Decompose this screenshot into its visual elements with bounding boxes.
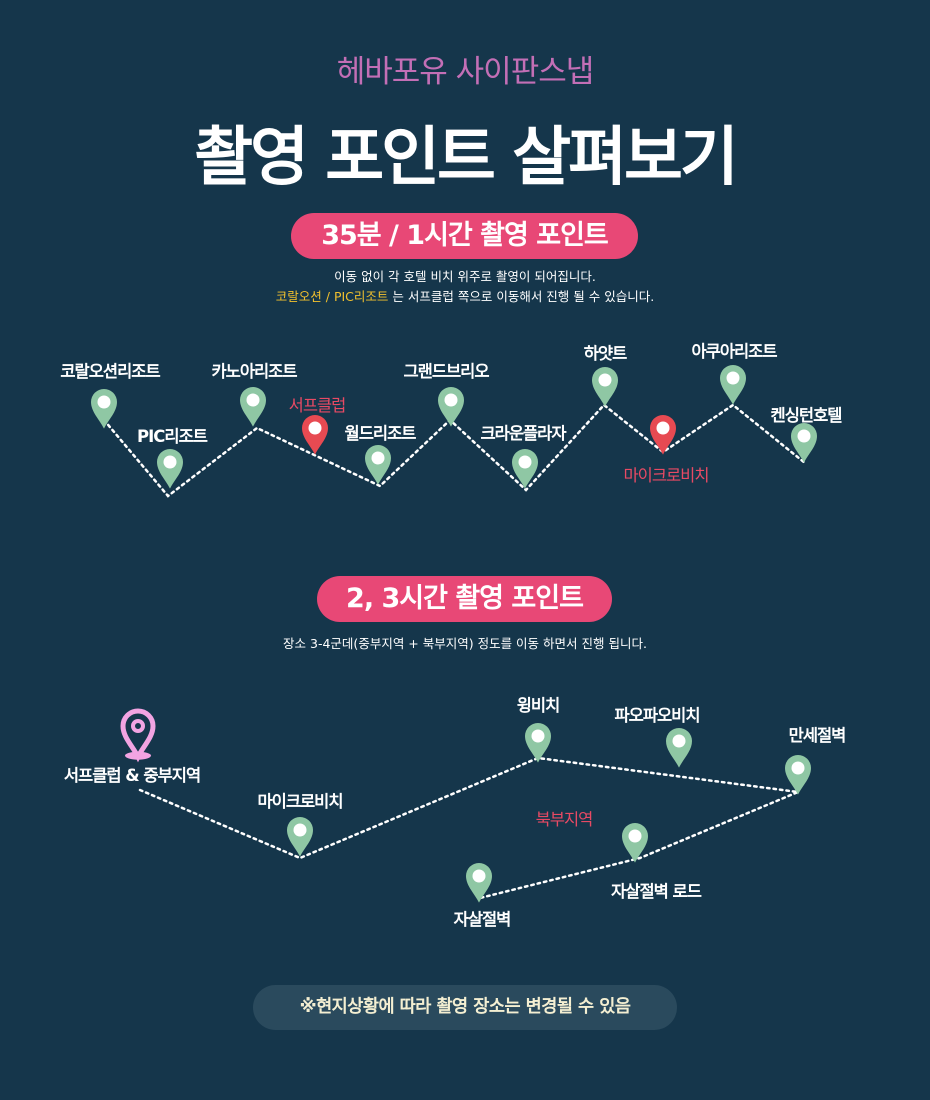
label-suicide-cliff-road: 자살절벽 로드: [611, 882, 702, 901]
pin-banzai-cliff: [785, 755, 811, 795]
label-surf-club: 서프클럽: [288, 396, 347, 415]
label-banzai-cliff: 만세절벽: [788, 726, 847, 745]
pin-surf-club: [302, 415, 328, 455]
pin-suicide-cliff: [466, 863, 492, 903]
pin-micro-beach-2: [287, 817, 313, 857]
label-surf-club-central: 서프클럽 & 중부지역: [63, 766, 201, 785]
section1-desc-rest: 는 서프클럽 쪽으로 이동해서 진행 될 수 있습니다.: [388, 289, 655, 304]
pin-micro-beach-1: [650, 415, 676, 455]
label-world: 월드리조트: [344, 424, 417, 443]
label-kensington: 켄싱턴호텔: [770, 406, 843, 425]
footer-note: ※현지상황에 따라 촬영 장소는 변경될 수 있음: [253, 985, 677, 1030]
label-pao-pao-beach: 파오파오비치: [614, 706, 700, 725]
pin-surf-club-central: [120, 708, 156, 763]
pin-pic: [157, 449, 183, 489]
section1-pill: 35분 / 1시간 촬영 포인트: [291, 213, 638, 259]
label-hyatt: 하얏트: [583, 344, 628, 363]
section1-desc-highlight: 코랄오션 / PIC리조트: [275, 289, 389, 304]
pin-coral-ocean: [91, 388, 117, 429]
label-grand-brio: 그랜드브리오: [403, 362, 489, 381]
label-aqua: 아쿠아리조트: [691, 342, 777, 361]
label-coral-ocean: 코랄오션리조트: [60, 362, 160, 381]
pin-aqua: [720, 365, 746, 405]
section1-route-map: [91, 365, 817, 498]
pin-pao-pao-beach: [666, 728, 692, 768]
page-title: 촬영 포인트 살펴보기: [194, 121, 738, 195]
section2-desc: 장소 3-4군데(중부지역 + 북부지역) 정도를 이동 하면서 진행 됩니다.: [283, 636, 647, 651]
section1-desc-line2: 코랄오션 / PIC리조트 는 서프클럽 쪽으로 이동해서 진행 될 수 있습니…: [0, 286, 930, 305]
section2-route-map: [120, 708, 811, 903]
label-suicide-cliff: 자살절벽: [453, 910, 512, 929]
pin-kensington: [791, 423, 817, 463]
label-kanoa: 카노아리조트: [211, 362, 297, 381]
pin-grand-brio: [438, 387, 464, 427]
pin-suicide-cliff-road: [622, 823, 648, 863]
label-micro-beach-2: 마이크로비치: [257, 792, 343, 811]
label-crowne-plaza: 크라운플라자: [480, 424, 566, 443]
pin-world: [365, 445, 391, 485]
section1-desc-line1: 이동 없이 각 호텔 비치 위주로 촬영이 되어집니다.: [334, 269, 596, 284]
label-pic: PIC리조트: [137, 427, 208, 446]
pin-wing-beach: [525, 723, 551, 763]
pin-hyatt: [592, 367, 618, 407]
section1-route-line: [102, 403, 807, 498]
label-north-region: 북부지역: [535, 810, 594, 829]
page-subtitle: 헤바포유 사이판스냅: [336, 54, 595, 90]
pin-crowne-plaza: [512, 449, 538, 489]
section2-pill: 2, 3시간 촬영 포인트: [317, 576, 612, 622]
label-wing-beach: 윙비치: [516, 696, 561, 715]
section2-route-line: [138, 756, 803, 900]
pin-kanoa: [240, 387, 266, 427]
label-micro-beach-1: 마이크로비치: [623, 466, 709, 485]
